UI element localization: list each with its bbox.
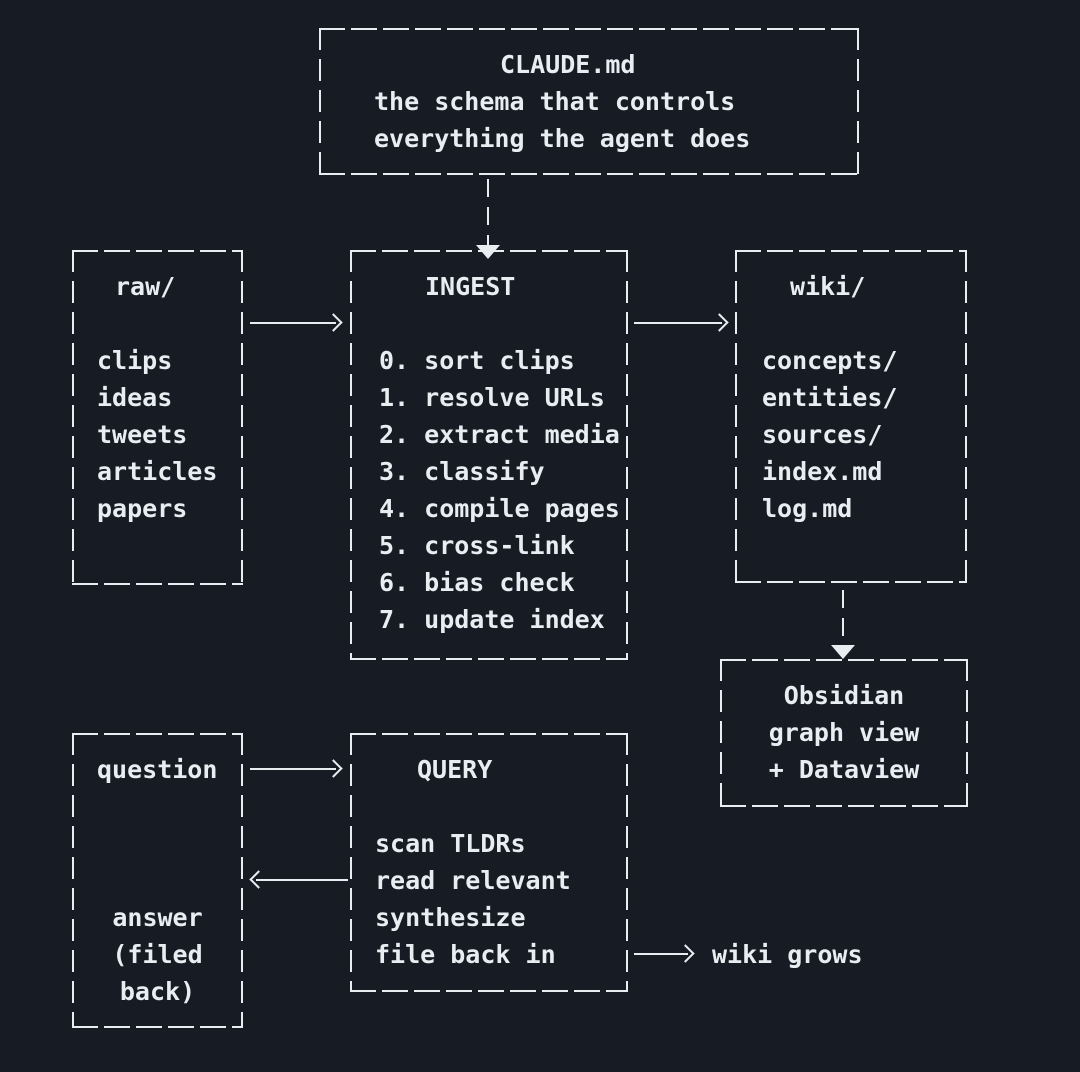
claude-md-line: everything the agent does — [374, 124, 751, 153]
query-title: QUERY — [417, 755, 493, 784]
arrow-query-to-question — [249, 870, 348, 889]
ingest-step: 5. cross-link — [379, 531, 575, 560]
answer-line: answer — [112, 903, 203, 932]
obsidian-box: Obsidian graph view + Dataview — [720, 659, 968, 807]
arrowhead-right-icon — [710, 313, 729, 332]
raw-item: papers — [97, 494, 188, 523]
wiki-grows-label: wiki grows — [712, 940, 863, 969]
spacer-row — [72, 788, 243, 825]
obsidian-line: Obsidian — [783, 681, 905, 710]
raw-item: articles — [97, 457, 218, 486]
arrowhead-left-icon — [249, 870, 268, 889]
spacer-row — [735, 305, 967, 342]
query-box: QUERY scan TLDRs read relevant synthesiz… — [350, 733, 628, 992]
query-step: scan TLDRs — [375, 829, 526, 858]
query-step: file back in — [375, 940, 556, 969]
raw-item: tweets — [97, 420, 188, 449]
arrow-raw-to-ingest — [250, 313, 343, 332]
arrowhead-down-icon — [831, 645, 855, 659]
arrow-query-to-wiki-grows — [634, 944, 695, 963]
obsidian-line: + Dataview — [768, 755, 920, 784]
ingest-step: 0. sort clips — [379, 346, 575, 375]
answer-line: back) — [119, 977, 196, 1006]
ingest-step: 2. extract media — [379, 420, 620, 449]
arrowhead-right-icon — [324, 759, 343, 778]
wiki-box: wiki/ concepts/ entities/ sources/ index… — [735, 250, 967, 583]
ingest-step: 7. update index — [379, 605, 605, 634]
ingest-step: 3. classify — [379, 457, 545, 486]
claude-md-title: CLAUDE.md — [500, 50, 636, 79]
spacer-row — [350, 305, 628, 342]
spacer-row — [72, 825, 243, 862]
ingest-step: 4. compile pages — [379, 494, 620, 523]
ingest-step: 6. bias check — [379, 568, 575, 597]
arrowhead-right-icon — [324, 313, 343, 332]
query-step: read relevant — [375, 866, 571, 895]
raw-title: raw/ — [115, 272, 176, 301]
claude-md-box: CLAUDE.md the schema that controls every… — [319, 28, 859, 175]
obsidian-line: graph view — [768, 718, 920, 747]
arrow-question-to-query — [250, 759, 343, 778]
answer-line: (filed — [112, 940, 203, 969]
connector-wiki-to-obsidian — [842, 590, 844, 645]
wiki-item: entities/ — [762, 383, 898, 412]
question-title: question — [97, 755, 218, 784]
ingest-box: INGEST 0. sort clips 1. resolve URLs 2. … — [350, 250, 628, 660]
arrowhead-right-icon — [676, 944, 695, 963]
spacer-row — [72, 305, 243, 342]
arrow-ingest-to-wiki — [634, 313, 729, 332]
claude-md-line: the schema that controls — [374, 87, 736, 116]
ingest-step: 1. resolve URLs — [379, 383, 605, 412]
connector-claude-to-ingest — [487, 179, 489, 245]
arrowhead-down-icon — [476, 245, 500, 259]
spacer-row — [350, 788, 628, 825]
wiki-item: concepts/ — [762, 346, 898, 375]
ingest-title: INGEST — [425, 272, 516, 301]
wiki-item: sources/ — [762, 420, 883, 449]
wiki-item: index.md — [762, 457, 883, 486]
question-box: question answer (filed back) — [72, 733, 243, 1028]
raw-box: raw/ clips ideas tweets articles papers — [72, 250, 243, 585]
wiki-item: log.md — [762, 494, 853, 523]
wiki-title: wiki/ — [790, 272, 866, 301]
raw-item: clips — [97, 346, 173, 375]
raw-item: ideas — [97, 383, 173, 412]
query-step: synthesize — [375, 903, 526, 932]
spacer-row — [72, 862, 243, 899]
